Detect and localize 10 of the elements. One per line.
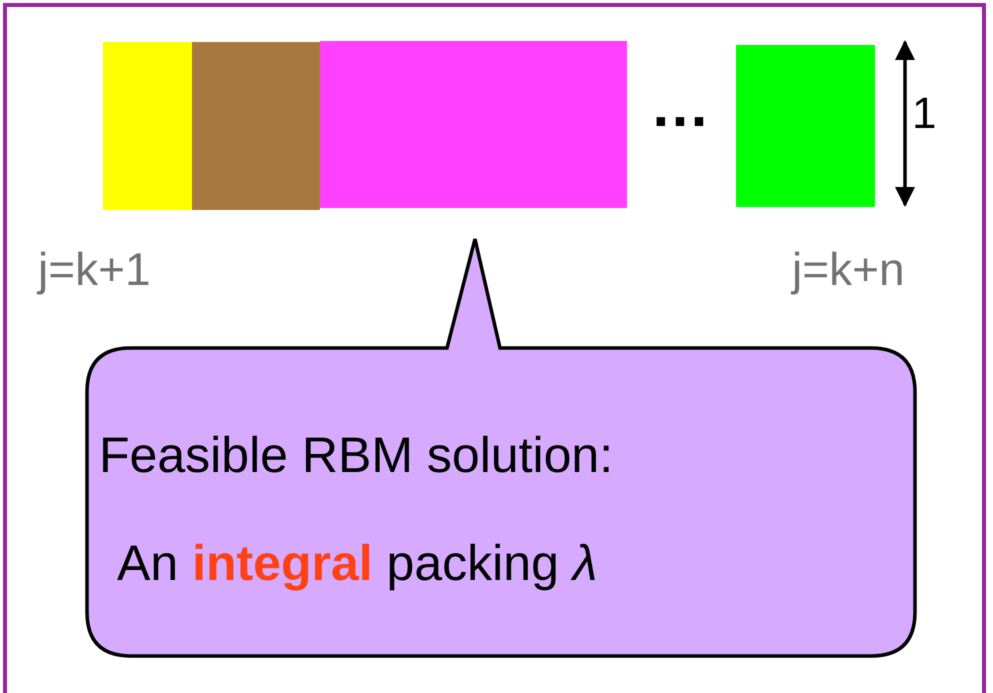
colored-bar — [320, 41, 627, 208]
colored-bar — [736, 45, 875, 207]
colored-bar — [192, 42, 320, 210]
bubble-heading: Feasible RBM solution: — [99, 426, 614, 484]
colored-bar — [103, 42, 192, 210]
ellipsis: … — [650, 76, 710, 136]
bubble-text: An integral packing λ — [117, 534, 598, 592]
index-label: j=k+n — [792, 246, 905, 292]
dimension-label: 1 — [912, 92, 936, 136]
index-label: j=k+1 — [38, 246, 151, 292]
